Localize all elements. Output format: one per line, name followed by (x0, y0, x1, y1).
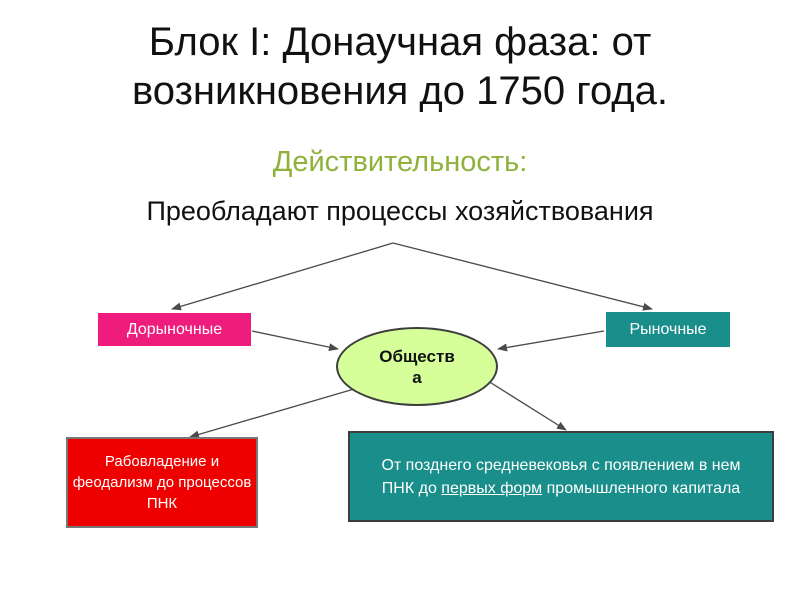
slide-title: Блок I: Донаучная фаза: от возникновения… (0, 18, 800, 116)
society-label-line-1: Обществ (379, 346, 455, 366)
society-ellipse: Обществ а (336, 327, 498, 406)
slide-subtitle: Действительность: (272, 146, 528, 178)
late-medieval-text-2: промышленного капитала (542, 479, 741, 497)
market-box: Рыночные (606, 312, 730, 347)
slide-title-line-1: Блок I: Донаучная фаза: от (148, 20, 652, 64)
late-medieval-box: От позднего средневековья с появлением в… (348, 431, 774, 522)
arrow-pre-market-to-society (251, 330, 339, 352)
arrow-society-to-late-medieval (487, 380, 567, 431)
slavery-feudalism-box: Рабовладение и феодализм до процессов ПН… (66, 437, 258, 528)
arrow-to-pre-market (171, 242, 394, 311)
link-forms[interactable]: форм (500, 479, 543, 497)
arrow-to-market (392, 242, 653, 311)
late-medieval-text-1: От позднего средневековья с появлением в… (381, 456, 741, 497)
arrow-market-to-society (497, 330, 605, 352)
slide-title-line-2: возникновения до 1750 года. (131, 69, 669, 113)
link-first[interactable]: первых (441, 479, 496, 497)
arrow-society-to-slavery (189, 381, 379, 439)
lead-statement: Преобладают процессы хозяйствования (146, 196, 654, 226)
pre-market-box: Дорыночные (98, 313, 251, 346)
society-label-line-2: а (412, 367, 422, 387)
